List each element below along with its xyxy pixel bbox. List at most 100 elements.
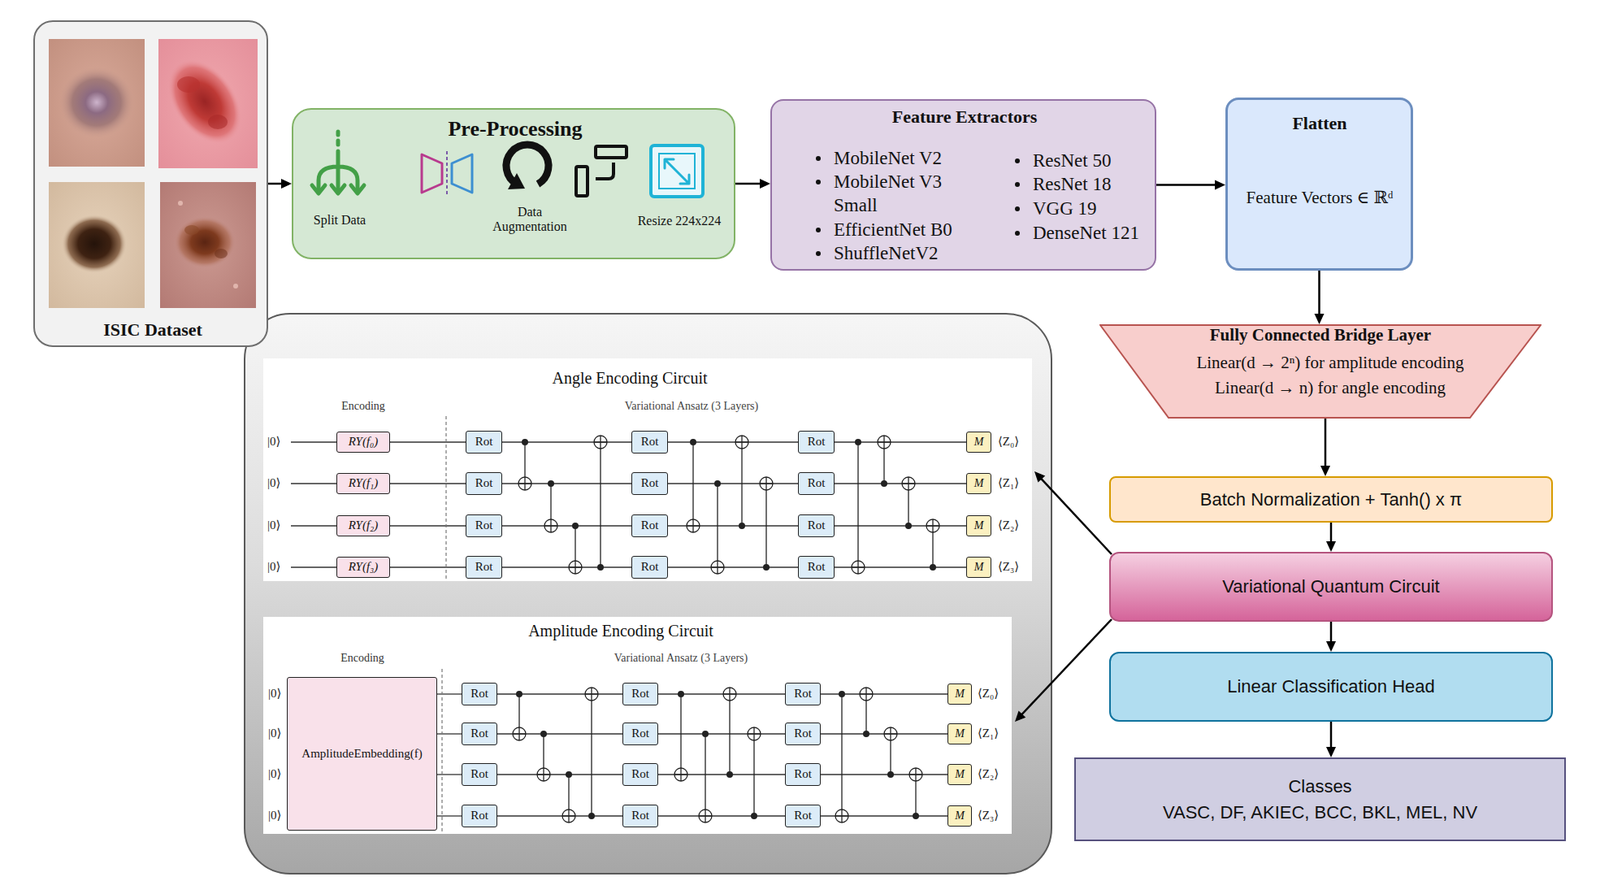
connector-line [667,441,798,443]
gate-label: RY(f₂) [348,518,379,533]
skin-lesion-image [48,182,145,308]
qubit-wire [667,567,798,569]
qubit-wire [390,567,466,569]
qubit-wire [658,733,785,735]
rot-gate: Rot [784,682,821,706]
gate-label: Rot [470,808,489,823]
skin-lesion-image [160,182,256,308]
cnot-link [907,476,909,526]
qubit-wire [437,815,462,817]
encoding-gate: RY(f₀) [336,431,391,453]
cnot-link [765,476,767,568]
process-box: Variational Quantum Circuit [1109,551,1553,622]
skin-lesion-image [61,214,127,274]
target-circle [518,476,532,490]
connector-line [502,524,632,526]
qubit-wire [290,566,337,568]
qubit-wire [834,525,967,527]
rot-gate: Rot [631,514,668,538]
target-circle [884,727,898,741]
rotate-icon [507,173,525,190]
flip-icon [451,154,473,193]
flow-arrow [1034,471,1112,555]
split-data-icon [312,131,365,194]
expectation-label: ⟨Z₃⟩ [977,808,999,823]
qubit-wire [497,815,623,817]
control-dot [738,522,746,529]
resize-icon [650,145,703,197]
resize-icon [650,145,703,197]
box-title: Feature Extractors [892,106,1038,127]
section-label: Variational Ansatz (3 Layers) [614,651,748,665]
bullet-dot [815,179,821,185]
flow-arrow [1314,270,1325,325]
output-box: ClassesVASC, DF, AKIEC, BCC, BKL, MEL, N… [1074,757,1566,842]
gate-label: Rot [470,767,489,781]
cnot-link [889,727,891,775]
bullet-dot [1014,158,1020,164]
skin-lesion-image [48,39,145,167]
target-circle [512,727,526,741]
rot-gate: Rot [784,722,821,746]
control-dot [714,480,721,487]
rot-gate: Rot [622,682,659,706]
bullet-dot [1014,230,1020,236]
box-title: Fully Connected Bridge Layer [1209,325,1431,345]
resize-icon [664,159,690,184]
expectation-label: ⟨Z₁⟩ [977,726,999,741]
target-circle [926,519,940,533]
flow-arrow [1320,418,1331,477]
rot-gate: Rot [797,514,835,538]
control-dot [880,480,888,487]
cnot-link [883,435,885,484]
cnot-gate [884,727,898,778]
cnot-link [542,733,544,781]
section-label: Variational Ansatz (3 Layers) [624,399,759,413]
qubit-wire [667,483,798,485]
gate-label: Rot [631,808,650,823]
target-circle [594,435,608,449]
cnot-gate [909,767,923,820]
target-circle [851,560,865,574]
target-cross [723,693,737,694]
control-dot [905,522,912,529]
circuit-panel-ground [244,313,1052,874]
cnot-link [550,483,551,533]
control-dot [588,812,595,820]
target-cross [562,815,576,816]
qubit-state: |0⟩ [268,767,282,781]
rot-gate: Rot [461,682,498,706]
control-dot [515,690,523,698]
control-dot [854,438,862,446]
cnot-gate [901,476,915,529]
measure-gate: M [966,515,992,537]
embedding-gate: AmplitudeEmbedding(f) [286,676,438,831]
arrow-head [1326,641,1336,652]
target-cross [909,773,923,775]
connector-line [667,482,798,484]
rot-gate: Rot [797,472,835,495]
control-dot [750,812,758,820]
control-dot [572,522,579,529]
target-circle [747,727,761,741]
measure-gate: M [947,805,972,827]
connector-line [820,732,948,734]
flow-arrow [1326,721,1336,758]
arrow-head [1214,180,1226,191]
cnot-gate [747,727,761,820]
control-dot [702,730,709,738]
connector-line [667,566,798,568]
connector-line [1330,721,1333,749]
connector-line [390,524,466,526]
connector-line [390,566,466,568]
target-cross [884,732,898,734]
cnot-gate [859,687,873,738]
rot-gate: Rot [784,763,821,786]
skin-lesion-image [214,248,228,259]
section-label: Encoding [340,651,385,665]
connector-line [658,732,785,734]
gate-label: Rot [807,476,826,490]
gate-label: Rot [641,559,660,574]
process-box: Batch Normalization + Tanh() x π [1109,476,1553,523]
